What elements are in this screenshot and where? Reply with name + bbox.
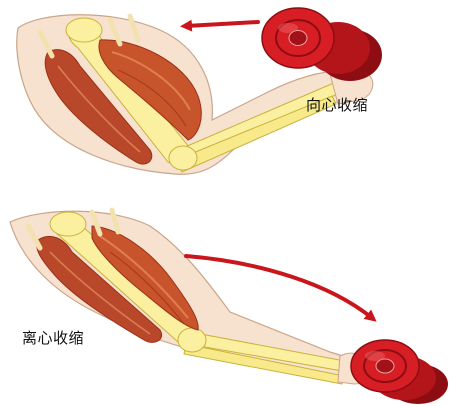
concentric-weight-plate: [262, 8, 382, 81]
concentric-contraction-label: 向心收缩: [306, 94, 368, 115]
concentric-elbow: [169, 146, 197, 170]
concentric-direction-arrow: [186, 22, 258, 26]
concentric-humerus-head: [66, 18, 102, 42]
eccentric-elbow: [178, 328, 206, 352]
eccentric-humerus-head: [50, 212, 86, 236]
eccentric-contraction-label: 离心收缩: [22, 327, 84, 348]
eccentric-weight-plate: [351, 340, 448, 404]
eccentric-arm: [10, 210, 370, 384]
